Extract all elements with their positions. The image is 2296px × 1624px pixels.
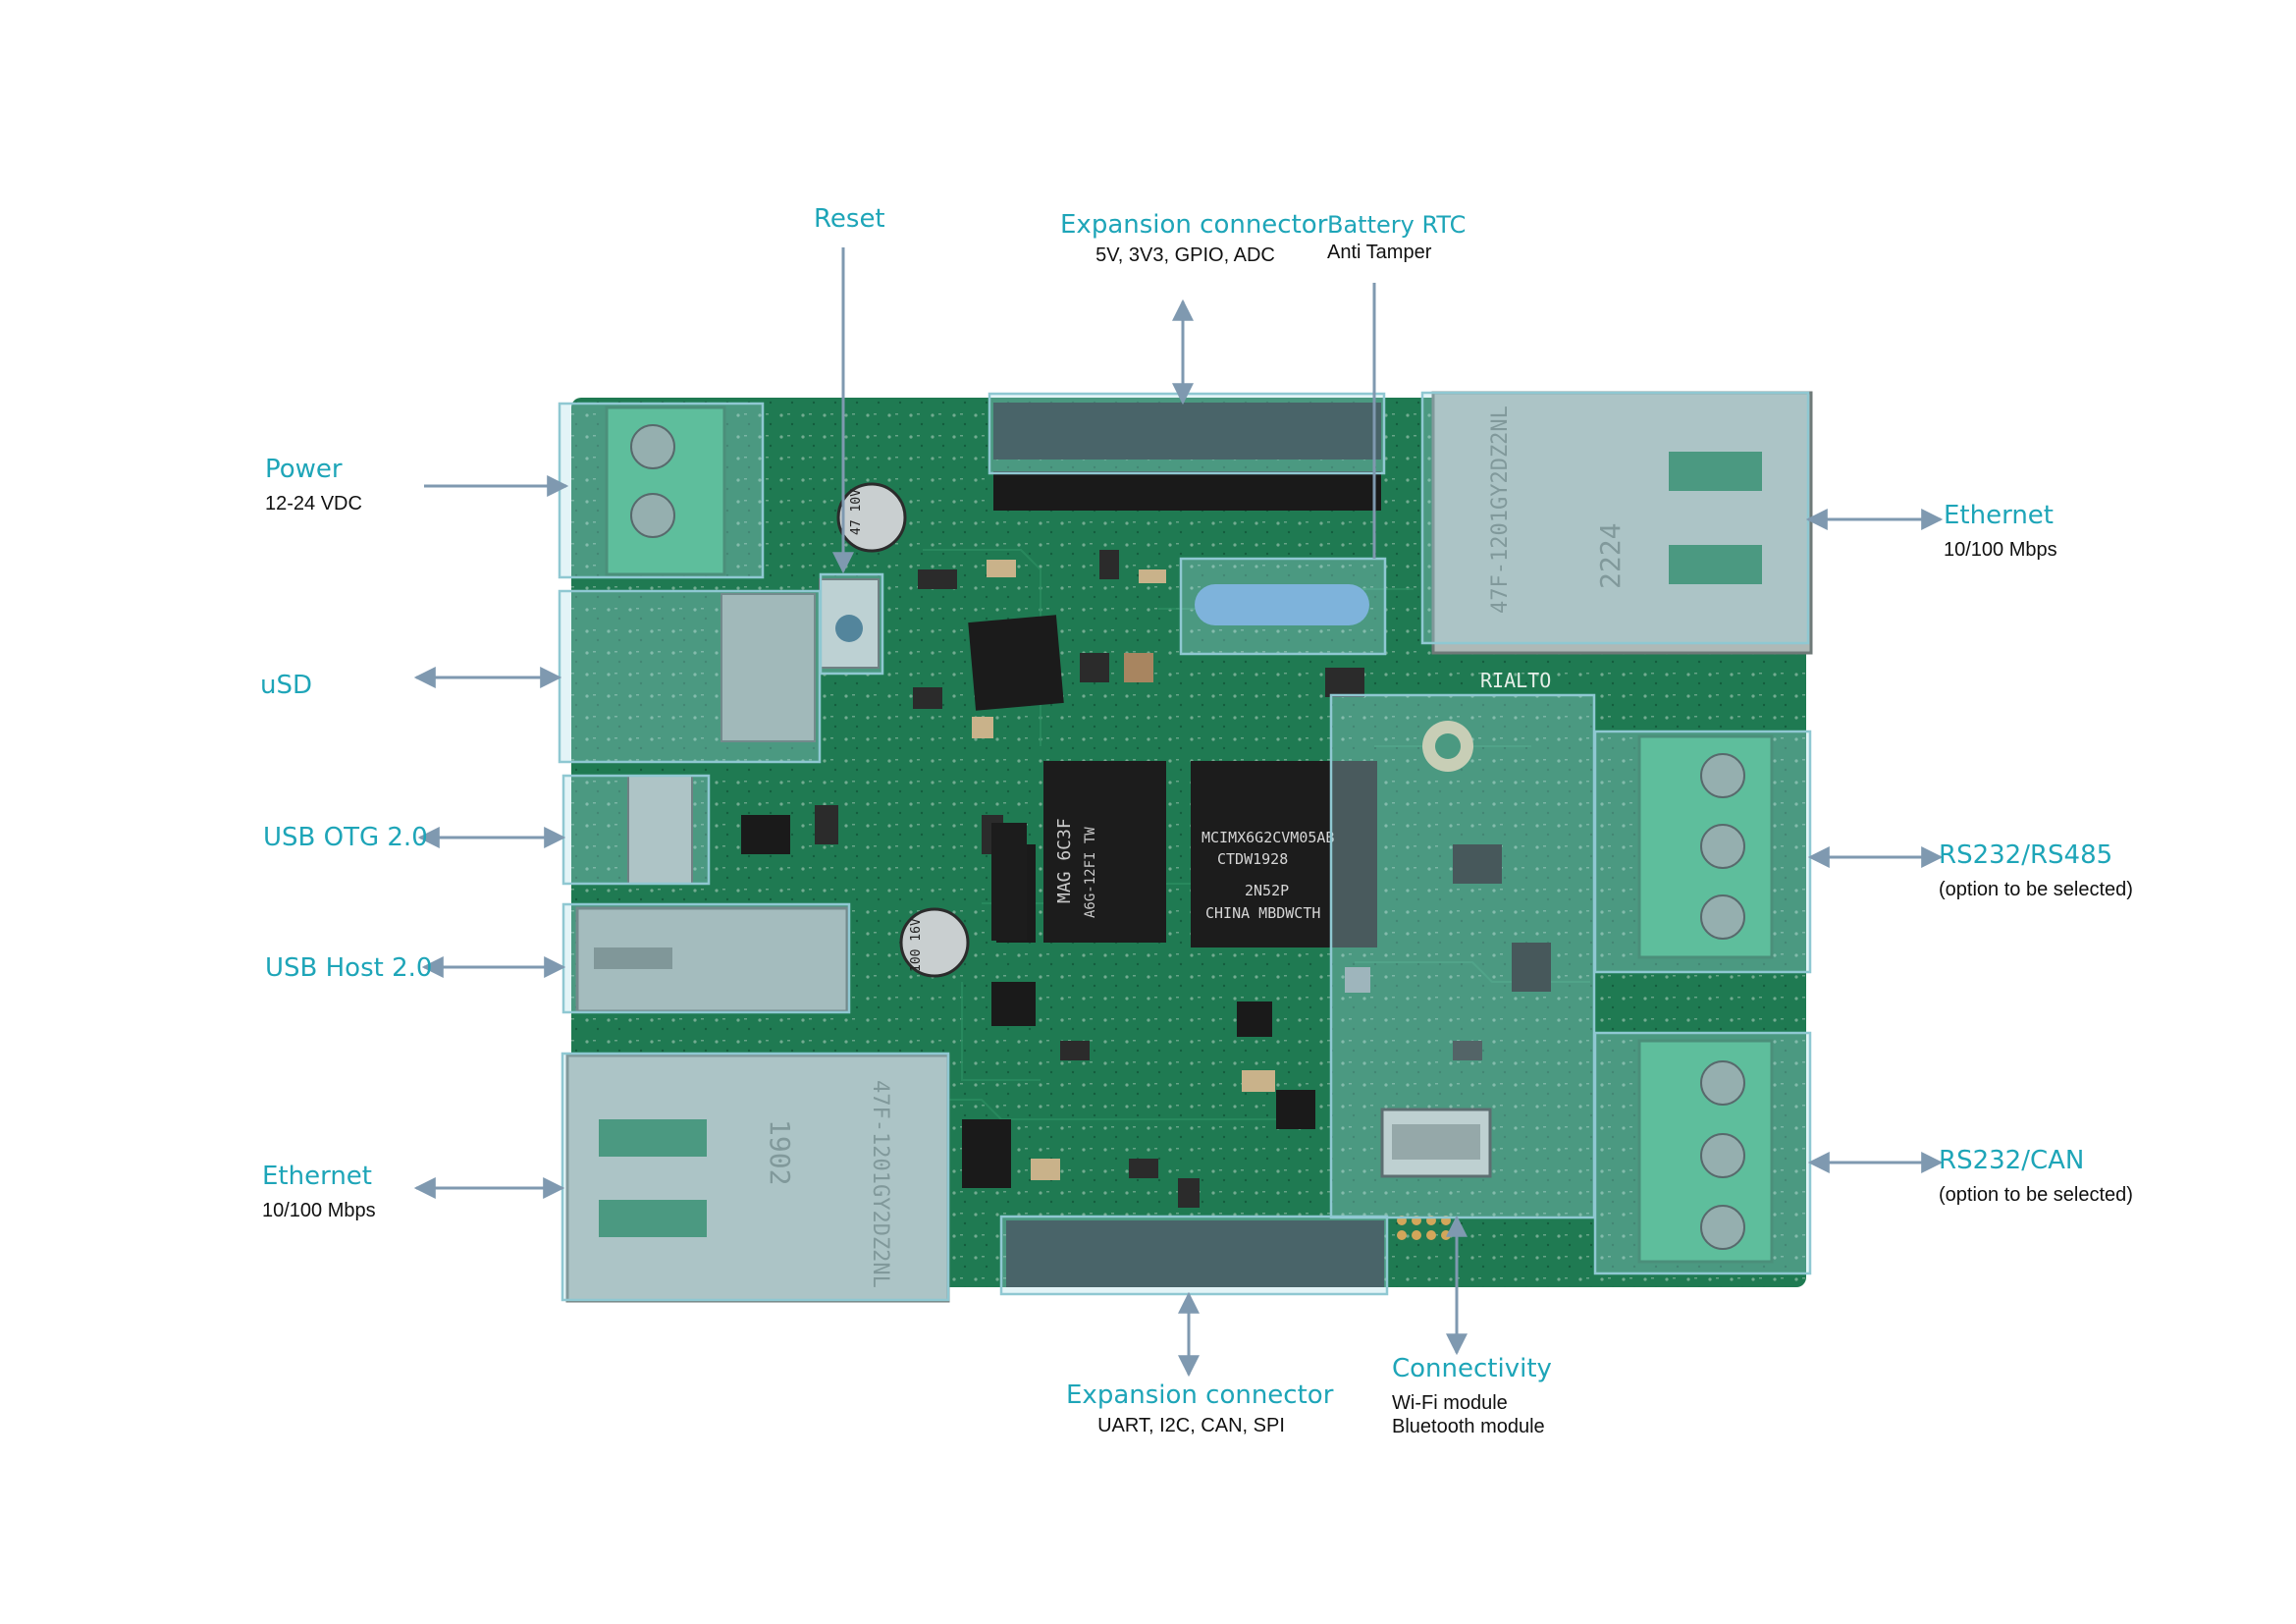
connectivity-wifi: Wi-Fi module [1392,1392,1508,1414]
expansion-header-top-pins [993,403,1381,511]
power-subtitle: 12-24 VDC [265,493,362,514]
connectivity-title: Connectivity [1392,1354,1552,1383]
eth-bottom-code: 1902 [764,1119,796,1185]
connectivity-subtitle: Wi-Fi module Bluetooth module [1392,1391,1552,1438]
cap-top-label: 47 10V [849,489,864,535]
eth-top-code: 2224 [1594,523,1627,589]
capacitor-top [836,482,907,553]
callout-rs232-rs485: RS232/RS485 (option to be selected) [1939,840,2133,901]
callout-arrows [413,247,1944,1378]
rs232-can-title: RS232/CAN [1939,1146,2085,1175]
rs232-rs485-title: RS232/RS485 [1939,840,2113,870]
eth-top-part: 47F-1201GY2DZ2NL [1488,406,1513,614]
cpu-label-3: 2N52P [1245,882,1289,899]
expansion-bottom-title: Expansion connector [1066,1380,1334,1410]
expansion-top-subtitle: 5V, 3V3, GPIO, ADC [1095,244,1275,266]
usd-title: uSD [260,671,313,700]
ram-label-2: A6G-12FI TW [1083,827,1098,918]
smd-components [741,550,1551,1208]
callout-usb-otg: USB OTG 2.0 [263,823,428,852]
rtc-battery [1195,584,1369,625]
mcu-ic [968,615,1064,711]
callout-usd: uSD [260,671,312,700]
ethernet-left-subtitle: 10/100 Mbps [262,1200,376,1221]
highlight-rs232-can [1593,1031,1812,1275]
highlight-overlays [558,391,1812,1302]
expansion-header-bottom-pins [1006,1220,1384,1287]
callout-ethernet-right: Ethernet 10/100 Mbps [1944,501,2057,562]
battery-subtitle: Anti Tamper [1327,242,1432,263]
cpu-label-4: CHINA MBDWCTH [1205,904,1320,922]
reset-title: Reset [814,204,885,234]
ram-label-1: MAG 6C3F [1054,818,1075,903]
highlight-usd [558,589,822,764]
callout-rs232-can: RS232/CAN (option to be selected) [1939,1146,2133,1207]
highlight-usb-host [561,902,851,1014]
highlight-expansion-bottom [999,1215,1389,1296]
callout-power: Power 12-24 VDC [265,455,362,515]
cpu-label-1: MCIMX6G2CVM05AB [1201,829,1334,846]
callout-ethernet-left: Ethernet 10/100 Mbps [262,1162,376,1222]
highlight-power [558,402,765,579]
callout-expansion-bottom: Expansion connector UART, I2C, CAN, SPI [1066,1380,1334,1437]
cpu-chip [1191,761,1377,947]
cpu-label-2: CTDW1928 [1217,850,1288,868]
callout-connectivity: Connectivity Wi-Fi module Bluetooth modu… [1392,1354,1552,1438]
power-title: Power [265,455,343,484]
pcb-board: MAG 6C3F A6G-12FI TW MCIMX6G2CVM05AB CTD… [565,391,1813,1303]
highlight-rs232-rs485 [1593,730,1812,974]
capacitor-bottom [899,907,970,978]
highlight-connectivity [1329,693,1596,1219]
connectivity-bluetooth: Bluetooth module [1392,1416,1545,1437]
pin-header [991,823,1027,941]
highlight-reset [819,572,884,676]
highlight-battery [1179,557,1387,656]
expansion-top-title: Expansion connector [1060,210,1328,240]
micro-usb-port [627,775,693,885]
expansion-bottom-subtitle: UART, I2C, CAN, SPI [1097,1415,1285,1436]
usb-host-title: USB Host 2.0 [265,953,433,983]
board-silk-name: RIALTO [1480,669,1551,692]
highlight-ethernet-left [561,1052,950,1302]
callout-reset: Reset [814,204,885,234]
usb-otg-title: USB OTG 2.0 [263,823,428,852]
rj45-bottom-left [565,1054,950,1303]
highlight-expansion-top [988,392,1386,475]
rs232-rs485-subtitle: (option to be selected) [1939,879,2133,900]
ethernet-right-subtitle: 10/100 Mbps [1944,539,2057,561]
rs232-can-subtitle: (option to be selected) [1939,1184,2133,1206]
ethernet-left-title: Ethernet [262,1162,372,1191]
highlight-usb-otg [561,774,711,886]
callout-expansion-top: Expansion connector 5V, 3V3, GPIO, ADC [1060,210,1328,267]
ethernet-right-title: Ethernet [1944,501,2054,530]
eth-bottom-part: 47F-1201GY2DZ2NL [868,1080,892,1288]
callout-usb-host: USB Host 2.0 [265,953,432,983]
highlight-ethernet-right [1420,391,1810,645]
battery-title: Battery RTC [1327,211,1467,239]
usd-slot [721,593,816,742]
ram-chip [1043,761,1166,943]
cap-bottom-label: 100 16V [909,918,924,972]
callout-battery: Battery RTC Anti Tamper [1327,211,1466,264]
